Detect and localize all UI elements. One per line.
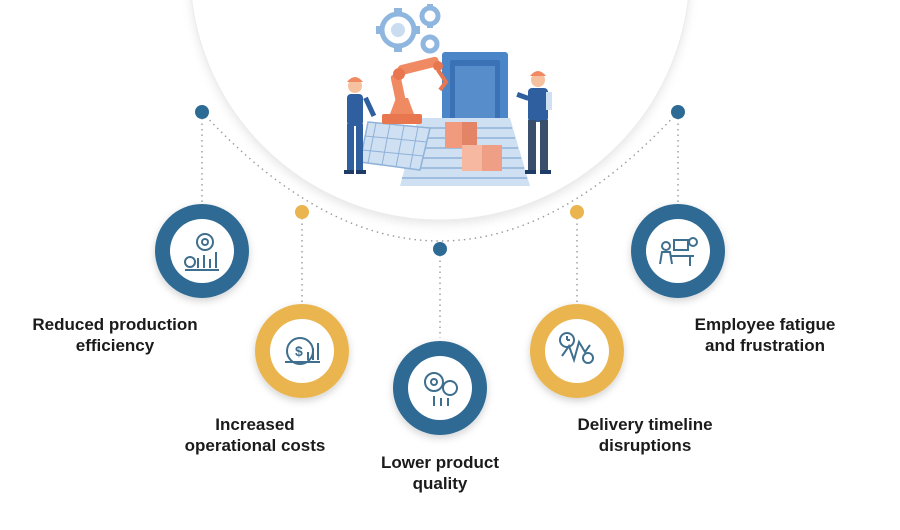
label-quality-line-1: Lower product bbox=[380, 453, 500, 472]
worker-left bbox=[344, 77, 377, 174]
label-costs-line-2: operational costs bbox=[184, 436, 326, 455]
worker-desk-icon bbox=[659, 237, 698, 266]
label-efficiency-line-2: efficiency bbox=[75, 336, 155, 355]
central-circle bbox=[191, 0, 689, 221]
dollar-gear-bars-icon: $ bbox=[285, 337, 320, 365]
svg-text:$: $ bbox=[295, 343, 303, 359]
label-timeline-line-1: Delivery timeline bbox=[577, 415, 713, 434]
label-fatigue-line-2: and frustration bbox=[705, 336, 825, 355]
label-efficiency: Reduced production efficiency bbox=[20, 314, 210, 356]
item-timeline bbox=[530, 304, 624, 398]
label-fatigue: Employee fatigue and frustration bbox=[675, 314, 855, 356]
label-costs: Increased operational costs bbox=[170, 414, 340, 456]
label-fatigue-line-1: Employee fatigue bbox=[694, 315, 836, 334]
item-quality bbox=[393, 341, 487, 435]
label-timeline-line-2: disruptions bbox=[598, 436, 692, 455]
dotted-drops bbox=[201, 118, 679, 338]
item-costs: $ bbox=[255, 304, 349, 398]
label-quality-line-2: quality bbox=[412, 474, 468, 493]
label-timeline: Delivery timeline disruptions bbox=[555, 414, 735, 456]
gear-dollar-down-icon bbox=[424, 372, 458, 406]
item-fatigue bbox=[631, 204, 725, 298]
item-efficiency bbox=[155, 204, 249, 298]
label-quality: Lower product quality bbox=[355, 452, 525, 494]
clock-dollar-zigzag-icon bbox=[559, 332, 594, 364]
factory-illustration bbox=[344, 4, 552, 186]
label-efficiency-line-1: Reduced production bbox=[32, 315, 198, 334]
worker-right bbox=[516, 71, 552, 174]
arc-nodes bbox=[195, 105, 685, 256]
gear-dollar-chart-icon bbox=[184, 233, 219, 271]
label-costs-line-1: Increased bbox=[215, 415, 295, 434]
